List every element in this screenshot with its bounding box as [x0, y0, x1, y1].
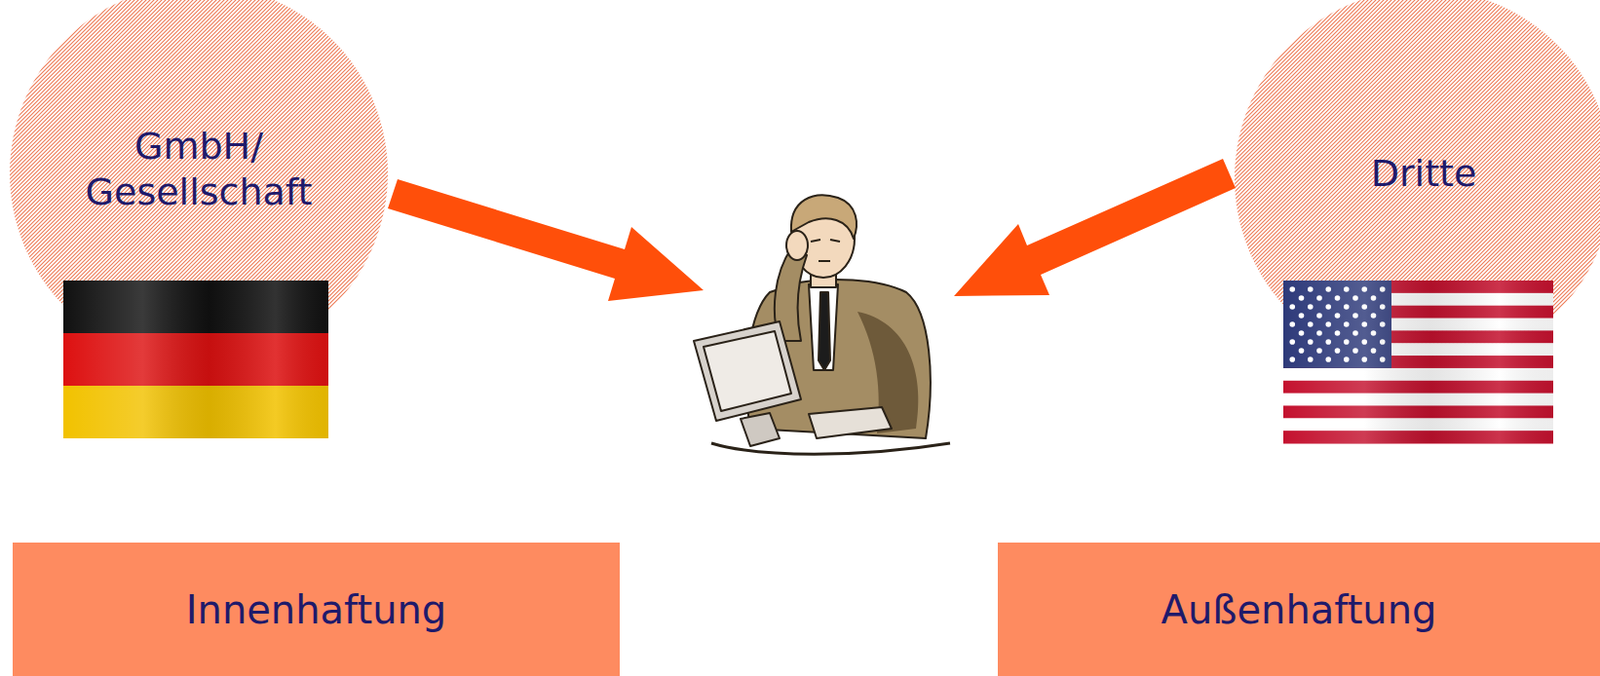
hatched-circle: GmbH/ Gesellschaft [9, 0, 388, 363]
flag-star [1289, 321, 1296, 328]
flag-stripe [1283, 393, 1554, 407]
label-box: Innenhaftung [12, 542, 620, 676]
businessman-illustration [693, 194, 951, 455]
circle-label: GmbH/ Gesellschaft [72, 123, 326, 217]
circle-label: Dritte [1371, 151, 1478, 198]
flag-star [1334, 347, 1341, 354]
flag-star [1307, 356, 1314, 363]
hatched-circle: Dritte [1234, 0, 1600, 368]
flag-star [1289, 339, 1296, 345]
flag-star [1298, 330, 1305, 337]
box-label: Außenhaftung [1161, 585, 1438, 635]
flag-stripe [1283, 405, 1554, 419]
flag-star [1325, 356, 1332, 363]
flag-star [1343, 356, 1350, 363]
box-label: Innenhaftung [186, 585, 447, 635]
arrow-right [953, 158, 1236, 297]
flag-stripe [1283, 430, 1554, 444]
arrow-left [387, 179, 704, 302]
flag-star [1298, 347, 1305, 354]
flag-star [1316, 347, 1323, 354]
flag-stripe [1283, 380, 1554, 394]
flag-star [1289, 356, 1296, 363]
flag-stripe [1283, 368, 1554, 381]
flag-stripe [1283, 418, 1554, 431]
label-box: Außenhaftung [997, 542, 1600, 676]
flag-star [1307, 339, 1314, 345]
